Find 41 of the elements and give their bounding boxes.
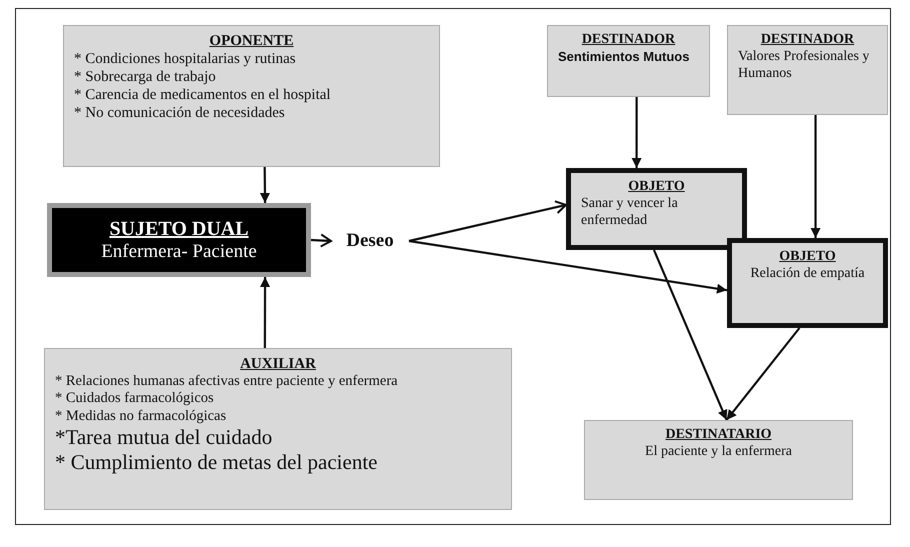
- arrow: [310, 234, 332, 248]
- arrow: [408, 200, 567, 242]
- arrow: [260, 166, 270, 204]
- object-box: [566, 168, 747, 250]
- node-heading: OBJETO: [627, 179, 686, 196]
- node-text: * Cumplimiento de metas del paciente: [55, 450, 378, 476]
- arrow: [632, 97, 642, 168]
- node-text: Valores Profesionales y Humanos: [738, 48, 870, 82]
- text-box: [727, 25, 888, 115]
- node-text: * No comunicación de necesidades: [74, 104, 286, 122]
- node-heading: DESTINATARIO: [664, 427, 773, 444]
- node-text: *Tarea mutua del cuidado: [55, 425, 274, 450]
- arrow: [652, 250, 728, 420]
- node-heading: DESTINADOR: [760, 32, 856, 49]
- subject-box: [47, 203, 311, 277]
- text-box: [44, 348, 512, 510]
- arrow: [408, 240, 728, 294]
- arrow: [726, 327, 800, 421]
- node-heading: OBJETO: [778, 249, 837, 266]
- node-text: Relación de empatía: [749, 266, 866, 283]
- text-box: [584, 420, 853, 500]
- node-heading: OPONENTE: [208, 32, 295, 50]
- arrow: [810, 115, 821, 238]
- node-text: El paciente y la enfermera: [644, 444, 793, 461]
- node-text: Enfermera- Paciente: [100, 240, 258, 264]
- node-text: * Carencia de medicamentos en el hospital: [74, 86, 332, 104]
- node-text: Deseo: [345, 230, 395, 252]
- node-text: * Cuidados farmacológicos: [55, 390, 215, 408]
- node-text: Sanar y vencer la enfermedad: [581, 196, 679, 230]
- arrow: [260, 277, 270, 348]
- text-box: [547, 25, 710, 97]
- node-text: * Sobrecarga de trabajo: [74, 68, 217, 86]
- node-text: * Relaciones humanas afectivas entre paciente y enfermera: [55, 373, 399, 390]
- node-heading: SUJETO DUAL: [108, 216, 250, 241]
- node-text: Sentimientos Mutuos: [558, 48, 690, 64]
- node-text: * Condiciones hospitalarias y rutinas: [74, 50, 297, 68]
- text-box: [63, 25, 440, 167]
- object-box: [727, 238, 888, 328]
- node-heading: DESTINADOR: [580, 32, 676, 49]
- node-text: * Medidas no farmacológicas: [55, 408, 228, 426]
- node-heading: AUXILIAR: [239, 355, 318, 373]
